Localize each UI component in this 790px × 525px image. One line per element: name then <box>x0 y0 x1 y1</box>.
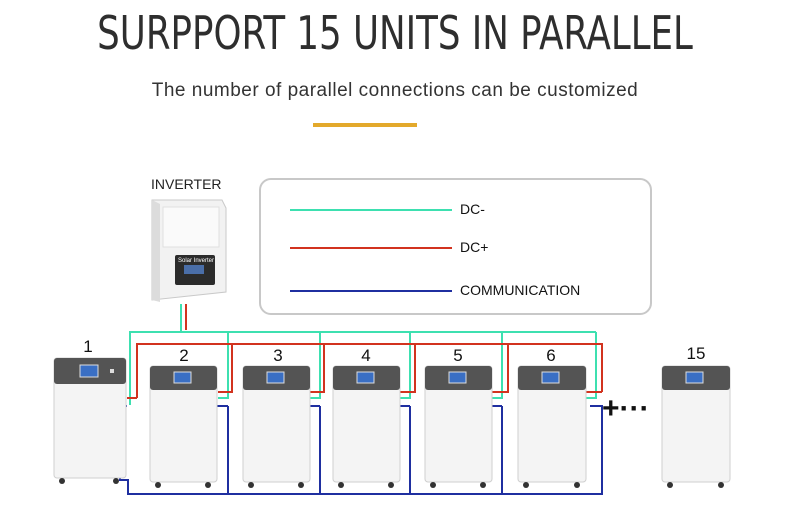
battery-unit-6 <box>517 365 587 488</box>
inverter-device: Solar Inverter <box>151 199 227 302</box>
legend-label-dc-minus: DC- <box>460 201 485 217</box>
inverter-label: INVERTER <box>151 176 222 192</box>
unit-number-5: 5 <box>453 346 463 365</box>
battery-unit-4 <box>332 365 401 488</box>
battery-unit-15 <box>661 365 731 488</box>
dc-minus-bus <box>129 304 597 405</box>
unit-number-4: 4 <box>361 346 371 365</box>
accent-divider <box>313 123 417 127</box>
battery-unit-3 <box>242 365 311 488</box>
battery-unit-2 <box>149 365 218 488</box>
legend-label-communication: COMMUNICATION <box>460 282 581 298</box>
unit-number-15: 15 <box>686 344 706 363</box>
page-subtitle: The number of parallel connections can b… <box>151 80 639 101</box>
unit-number-2: 2 <box>179 346 189 365</box>
battery-unit-5 <box>424 365 493 488</box>
unit-number-1: 1 <box>83 337 93 356</box>
unit-number-6: 6 <box>546 346 556 365</box>
dc-plus-bus <box>127 304 603 399</box>
legend-label-dc-plus: DC+ <box>460 239 489 255</box>
unit-number-3: 3 <box>273 346 283 365</box>
continuation-marker: +··· <box>602 392 650 425</box>
battery-unit-1 <box>53 357 127 484</box>
legend-box <box>259 178 652 315</box>
inverter-panel-text: Solar Inverter <box>178 258 214 264</box>
page-title: SURPPORT 15 UNITS IN PARALLEL <box>97 6 693 60</box>
